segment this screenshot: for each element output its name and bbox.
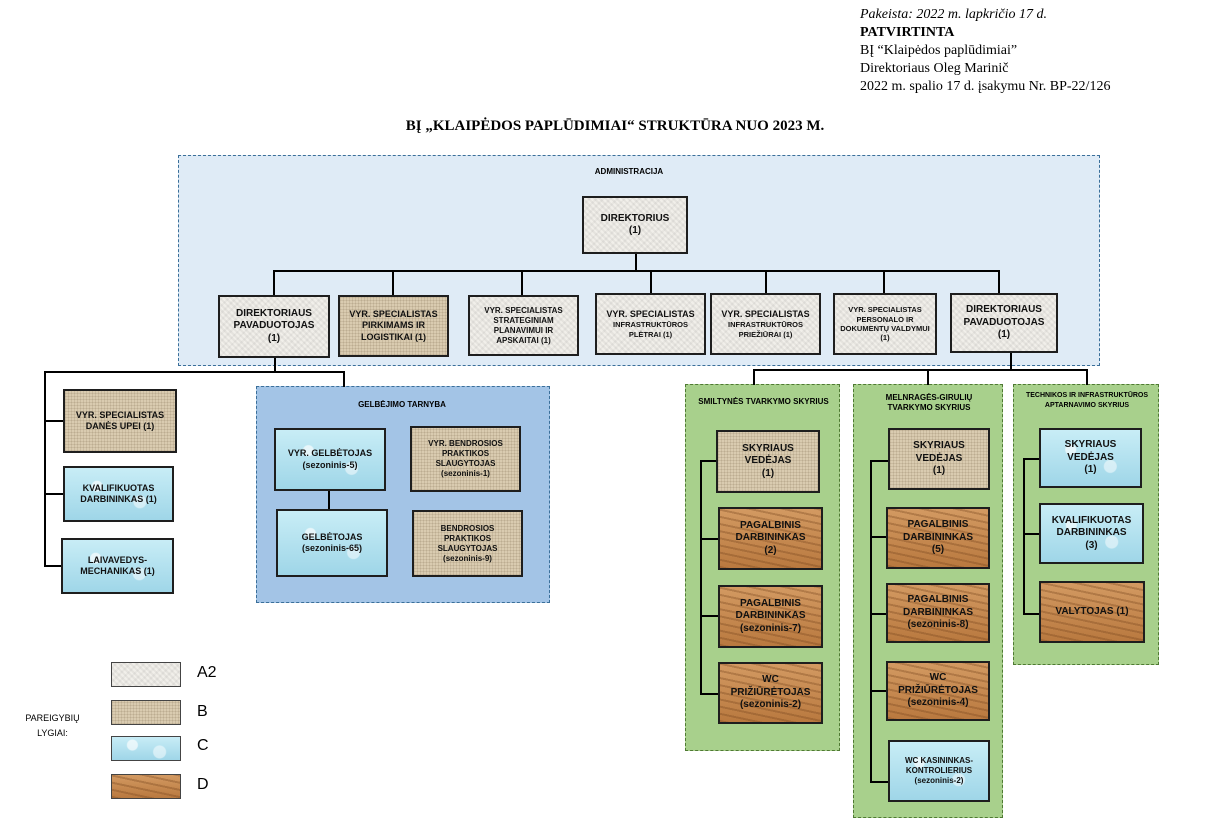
box-vyr-gelbetojas: VYR. GELBĖTOJAS(sezoninis-5) [274,428,386,491]
legend-swatch-c [111,736,181,761]
box-melnrages-vedejas: SKYRIAUS VEDĖJAS(1) [888,428,990,490]
connector [1023,458,1025,615]
box-specialistas-danes-upei: VYR. SPECIALISTAS DANĖS UPEI (1) [63,389,177,453]
connector [883,270,885,295]
connector [870,460,888,462]
connector [1023,613,1039,615]
box-specialistas-personalo: VYR. SPECIALISTAS PERSONALO IR DOKUMENTŲ… [833,293,937,355]
box-technikos-valytojas: VALYTOJAS (1) [1039,581,1145,643]
connector [44,493,63,495]
box-direktoriaus-pavaduotojas-left: DIREKTORIAUS PAVADUOTOJAS(1) [218,295,330,358]
connector [521,270,523,295]
area-label-administracija: ADMINISTRACIJA [594,167,664,176]
legend-label-c: C [197,737,209,754]
connector [1086,369,1088,385]
connector [700,615,718,617]
box-smiltynes-pagalbinis-2: PAGALBINIS DARBININKAS(sezoninis-7) [718,585,823,648]
box-vyr-slaugytojas: VYR. BENDROSIOS PRAKTIKOS SLAUGYTOJAS(se… [410,426,521,492]
connector [635,253,637,271]
box-melnrages-kasininkas: WC KASININKAS-KONTROLIERIUS(sezoninis-2) [888,740,990,802]
legend-label-a2: A2 [197,664,217,681]
box-gelbetojas: GELBĖTOJAS(sezoninis-65) [276,509,388,577]
connector [650,270,652,295]
connector [273,270,1000,272]
connector [273,270,275,295]
box-smiltynes-pagalbinis-1: PAGALBINIS DARBININKAS(2) [718,507,823,570]
box-melnrages-pagalbinis-1: PAGALBINIS DARBININKAS(5) [886,507,990,569]
connector [870,536,886,538]
connector [700,538,718,540]
box-kvalifikuotas-darbininkas-left: KVALIFIKUOTAS DARBININKAS (1) [63,466,174,522]
connector [274,357,276,372]
connector [753,369,755,385]
connector [1023,458,1039,460]
legend-title: PAREIGYBIŲ LYGIAI: [25,713,80,738]
connector [870,613,886,615]
connector [44,371,345,373]
box-specialistas-pirkimams: VYR. SPECIALISTAS PIRKIMAMS IR LOGISTIKA… [338,295,449,357]
connector [44,420,63,422]
connector [392,270,394,295]
legend-label-d: D [197,776,209,793]
legend-swatch-a2 [111,662,181,687]
connector [328,491,330,509]
organization-name: BĮ “Klaipėdos paplūdimiai” [860,43,1018,58]
connector [870,460,872,783]
connector [44,565,61,567]
changed-date: Pakeista: 2022 m. lapkričio 17 d. [860,7,1048,22]
order-reference: 2022 m. spalio 17 d. įsakymu Nr. BP-22/1… [860,79,1111,94]
connector [998,270,1000,295]
box-melnrages-wc: WC PRIŽIŪRĖTOJAS(sezoninis-4) [886,661,990,721]
legend-swatch-b [111,700,181,725]
page-title: BĮ „KLAIPĖDOS PAPLŪDIMIAI“ STRUKTŪRA NUO… [405,118,825,134]
box-smiltynes-vedejas: SKYRIAUS VEDĖJAS(1) [716,430,820,493]
box-technikos-kvalifikuotas: KVALIFIKUOTAS DARBININKAS(3) [1039,503,1144,564]
box-specialistas-strateginiam: VYR. SPECIALISTAS STRATEGINIAM PLANAVIMU… [468,295,579,356]
area-label-technikos: TECHNIKOS IR INFRASTRUKTŪROS APTARNAVIMO… [1025,392,1149,409]
connector [1023,533,1039,535]
connector [870,690,886,692]
connector [700,693,718,695]
box-smiltynes-wc: WC PRIŽIŪRĖTOJAS(sezoninis-2) [718,662,823,724]
connector [753,369,1087,371]
area-label-gelbejimo: GELBĖJIMO TARNYBA [358,400,446,409]
box-slaugytojas: BENDROSIOS PRAKTIKOS SLAUGYTOJAS(sezonin… [412,510,523,577]
connector [927,369,929,385]
area-label-smiltynes: SMILTYNĖS TVARKYMO SKYRIUS [698,397,829,406]
legend-label-b: B [197,703,208,720]
connector [765,270,767,295]
legend-swatch-d [111,774,181,799]
box-melnrages-pagalbinis-2: PAGALBINIS DARBININKAS(sezoninis-8) [886,583,990,643]
box-direktoriaus-pavaduotojas-right: DIREKTORIAUS PAVADUOTOJAS(1) [950,293,1058,353]
connector [343,371,345,387]
director-name: Direktoriaus Oleg Marinič [860,61,1009,76]
box-laivavedys-mechanikas: LAIVAVEDYS-MECHANIKAS (1) [61,538,174,594]
connector [870,781,888,783]
connector [700,460,702,695]
box-technikos-vedejas: SKYRIAUS VEDĖJAS(1) [1039,428,1142,488]
connector [700,460,716,462]
area-label-melnrages: MELNRAGĖS-GIRULIŲ TVARKYMO SKYRIUS [885,393,973,412]
approval-header: Pakeista: 2022 m. lapkričio 17 d. PATVIR… [860,6,1110,96]
connector [1010,352,1012,370]
connector [44,371,46,566]
approved-label: PATVIRTINTA [860,25,955,40]
box-direktorius: DIREKTORIUS(1) [582,196,688,254]
